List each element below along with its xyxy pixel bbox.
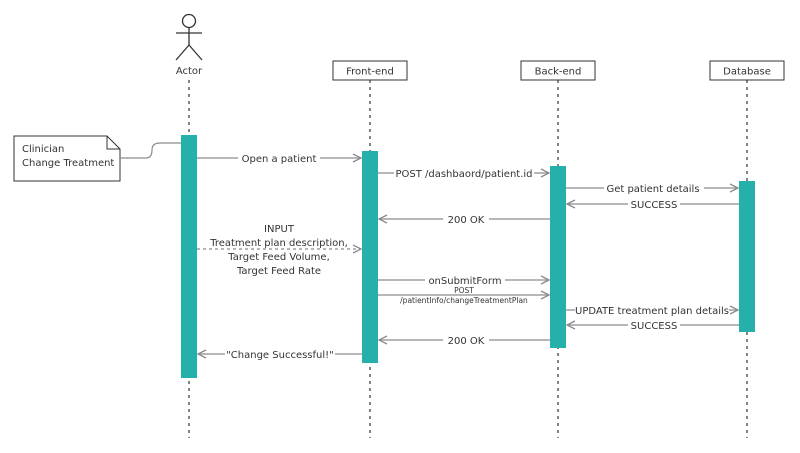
label-open-patient: Open a patient — [242, 154, 317, 165]
database-participant: Database — [709, 60, 785, 81]
actor-activation — [181, 135, 197, 378]
label-200-ok-1: 200 OK — [448, 215, 485, 226]
svg-text:/patientInfo/changeTreatmentPl: /patientInfo/changeTreatmentPlan — [400, 296, 528, 305]
frontend-participant: Front-end — [332, 60, 408, 81]
label-input: INPUT Treatment plan description, Target… — [209, 224, 348, 277]
label-change-successful: "Change Successful!" — [226, 350, 334, 361]
svg-text:Database: Database — [723, 67, 771, 78]
label-get-details: Get patient details — [606, 184, 699, 195]
label-submit-form: onSubmitForm — [428, 276, 501, 287]
database-activation — [739, 181, 755, 332]
svg-text:POST: POST — [454, 286, 474, 295]
label-post-change: POST /patientInfo/changeTreatmentPlan — [400, 286, 528, 305]
backend-activation — [550, 166, 566, 348]
svg-text:Back-end: Back-end — [535, 67, 582, 78]
svg-text:INPUT: INPUT — [264, 224, 295, 235]
frontend-activation — [362, 151, 378, 363]
backend-participant: Back-end — [520, 60, 596, 81]
label-success-2: SUCCESS — [631, 321, 678, 332]
label-update-plan: UPDATE treatment plan details — [575, 306, 729, 317]
note-connector — [120, 142, 181, 159]
svg-text:Change Treatment: Change Treatment — [22, 158, 114, 169]
label-post-patient: POST /dashbaord/patient.id — [395, 169, 532, 180]
svg-text:Treatment plan description,: Treatment plan description, — [209, 238, 348, 249]
stick-figure-icon — [175, 13, 203, 61]
svg-text:Front-end: Front-end — [346, 67, 394, 78]
note-clinician: Clinician Change Treatment — [13, 135, 121, 182]
svg-text:Target Feed Rate: Target Feed Rate — [236, 266, 321, 277]
svg-text:Clinician: Clinician — [22, 144, 64, 155]
label-success-1: SUCCESS — [631, 200, 678, 211]
actor-label: Actor — [176, 66, 203, 77]
label-200-ok-2: 200 OK — [448, 336, 485, 347]
svg-text:Target Feed Volume,: Target Feed Volume, — [227, 252, 330, 263]
